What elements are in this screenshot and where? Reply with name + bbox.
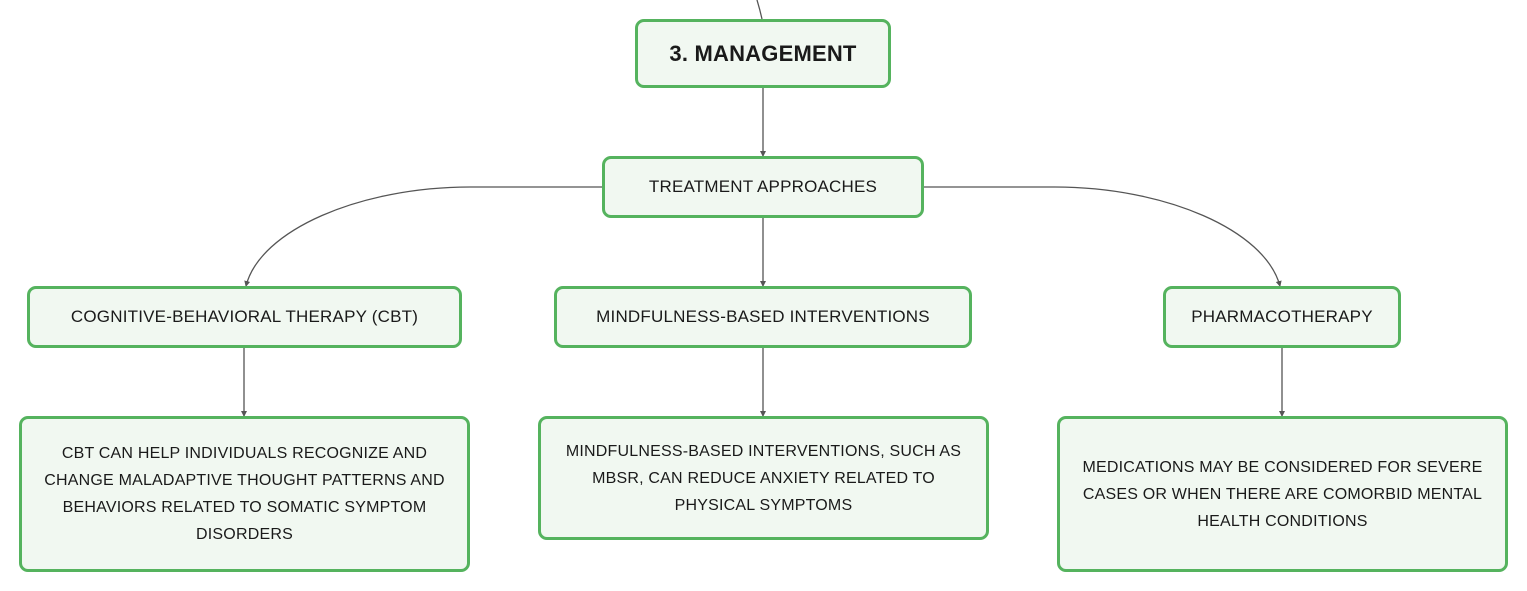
pharmacotherapy-node[interactable]: PHARMACOTHERAPY <box>1163 286 1401 348</box>
cbt-detail-node[interactable]: CBT CAN HELP INDIVIDUALS RECOGNIZE AND C… <box>19 416 470 572</box>
mindfulness-detail-text: MINDFULNESS-BASED INTERVENTIONS, SUCH AS… <box>565 442 962 514</box>
management-label: 3. MANAGEMENT <box>669 40 857 66</box>
connector-hub-to-pharmacotherapy <box>923 186 1282 287</box>
mindfulness-node[interactable]: MINDFULNESS-BASED INTERVENTIONS <box>554 286 972 348</box>
treatment-approaches-label: TREATMENT APPROACHES <box>648 177 878 196</box>
connector-incoming <box>756 0 763 20</box>
cbt-label: COGNITIVE-BEHAVIORAL THERAPY (CBT) <box>70 307 419 326</box>
pharmacotherapy-label: PHARMACOTHERAPY <box>1191 307 1373 326</box>
cbt-node[interactable]: COGNITIVE-BEHAVIORAL THERAPY (CBT) <box>27 286 462 348</box>
mindfulness-label: MINDFULNESS-BASED INTERVENTIONS <box>596 307 930 326</box>
cbt-detail-text: CBT CAN HELP INDIVIDUALS RECOGNIZE AND C… <box>44 445 445 543</box>
treatment-approaches-node[interactable]: TREATMENT APPROACHES <box>602 156 924 218</box>
pharmacotherapy-detail-node[interactable]: MEDICATIONS MAY BE CONSIDERED FOR SEVERE… <box>1057 416 1508 572</box>
management-node[interactable]: 3. MANAGEMENT <box>635 19 891 88</box>
pharmacotherapy-detail-text: MEDICATIONS MAY BE CONSIDERED FOR SEVERE… <box>1082 458 1483 530</box>
connector-hub-to-cbt <box>244 186 603 287</box>
mindfulness-detail-node[interactable]: MINDFULNESS-BASED INTERVENTIONS, SUCH AS… <box>538 416 989 540</box>
